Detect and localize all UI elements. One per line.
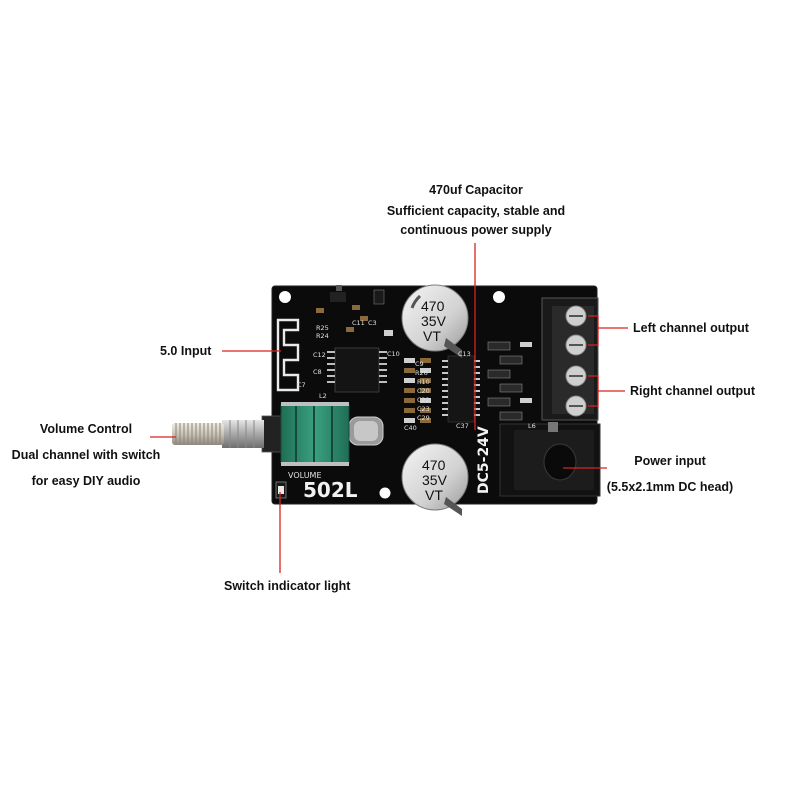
power-label: Power input	[634, 454, 706, 468]
silk-r26: R26	[415, 369, 428, 377]
board-model: 502L	[303, 478, 358, 502]
silk-c37: C37	[456, 422, 469, 430]
silkscreen-labels: R25 R24 C12 C8 C7 L2 C11 C3 C10 C13 C9 R…	[288, 319, 536, 480]
silk-c23: C23	[417, 405, 430, 413]
silk-c22: C22	[417, 396, 430, 404]
silk-l6: L6	[528, 422, 536, 430]
terminal-screw	[565, 305, 587, 327]
silk-l2: L2	[319, 392, 327, 400]
capacitor-desc-2: continuous power supply	[400, 223, 552, 237]
cap-bottom-series: VT	[425, 487, 443, 503]
capacitor-top: 470 35V VT	[401, 284, 469, 358]
silk-c20: C20	[417, 387, 430, 395]
amplifier-ic	[442, 355, 480, 423]
silk-c10: C10	[387, 350, 400, 358]
cap-top-voltage: 35V	[421, 313, 447, 329]
left-output-label: Left channel output	[633, 321, 749, 335]
silk-r10: R10	[417, 378, 430, 386]
silk-c29: C29	[417, 414, 430, 422]
bluetooth-chip	[327, 347, 387, 393]
crystal-oscillator	[348, 416, 384, 446]
capacitor-desc-1: Sufficient capacity, stable and	[386, 204, 566, 218]
volume-label: Volume Control	[39, 422, 133, 436]
cap-top-series: VT	[423, 328, 441, 344]
silk-c3: C3	[368, 319, 377, 327]
inductor-array	[487, 341, 532, 421]
capacitor-label: 470uf Capacitor	[429, 183, 523, 197]
capacitor-bottom: 470 35V VT	[401, 443, 469, 516]
cap-bottom-voltage: 35V	[422, 472, 448, 488]
terminal-screw	[565, 365, 587, 387]
dc-power-jack	[499, 422, 601, 497]
screw-terminal-block	[541, 297, 599, 421]
mount-hole	[379, 487, 391, 499]
power-desc: (5.5x2.1mm DC head)	[606, 480, 734, 494]
volume-desc-1: Dual channel with switch	[11, 448, 161, 462]
terminal-screw	[565, 334, 587, 356]
input-label: 5.0 Input	[160, 344, 212, 358]
mount-hole	[279, 291, 291, 303]
mount-hole	[493, 291, 505, 303]
silk-r24: R24	[316, 332, 329, 340]
switch-light-label: Switch indicator light	[224, 579, 351, 593]
cap-top-value: 470	[421, 298, 445, 314]
left-output-bracket	[588, 315, 599, 346]
right-output-label: Right channel output	[630, 384, 755, 398]
silk-c12: C12	[313, 351, 326, 359]
silk-c13: C13	[458, 350, 471, 358]
silk-c40: C40	[404, 424, 417, 432]
silk-c8: C8	[313, 368, 322, 376]
board-voltage: DC5-24V	[476, 426, 492, 494]
terminal-screw	[565, 395, 587, 417]
silk-volume: VOLUME	[288, 471, 322, 480]
silk-c7: C7	[297, 381, 306, 389]
antenna-trace	[276, 318, 300, 392]
annotation-lines	[150, 243, 628, 573]
silk-c9: C9	[415, 360, 424, 368]
volume-potentiometer	[172, 402, 350, 466]
silk-r25: R25	[316, 324, 329, 332]
smd-column	[404, 358, 431, 423]
indicator-led	[275, 481, 287, 499]
top-components	[316, 285, 393, 336]
volume-desc-2: for easy DIY audio	[31, 474, 141, 488]
silk-c11: C11	[352, 319, 365, 327]
cap-bottom-value: 470	[422, 457, 446, 473]
